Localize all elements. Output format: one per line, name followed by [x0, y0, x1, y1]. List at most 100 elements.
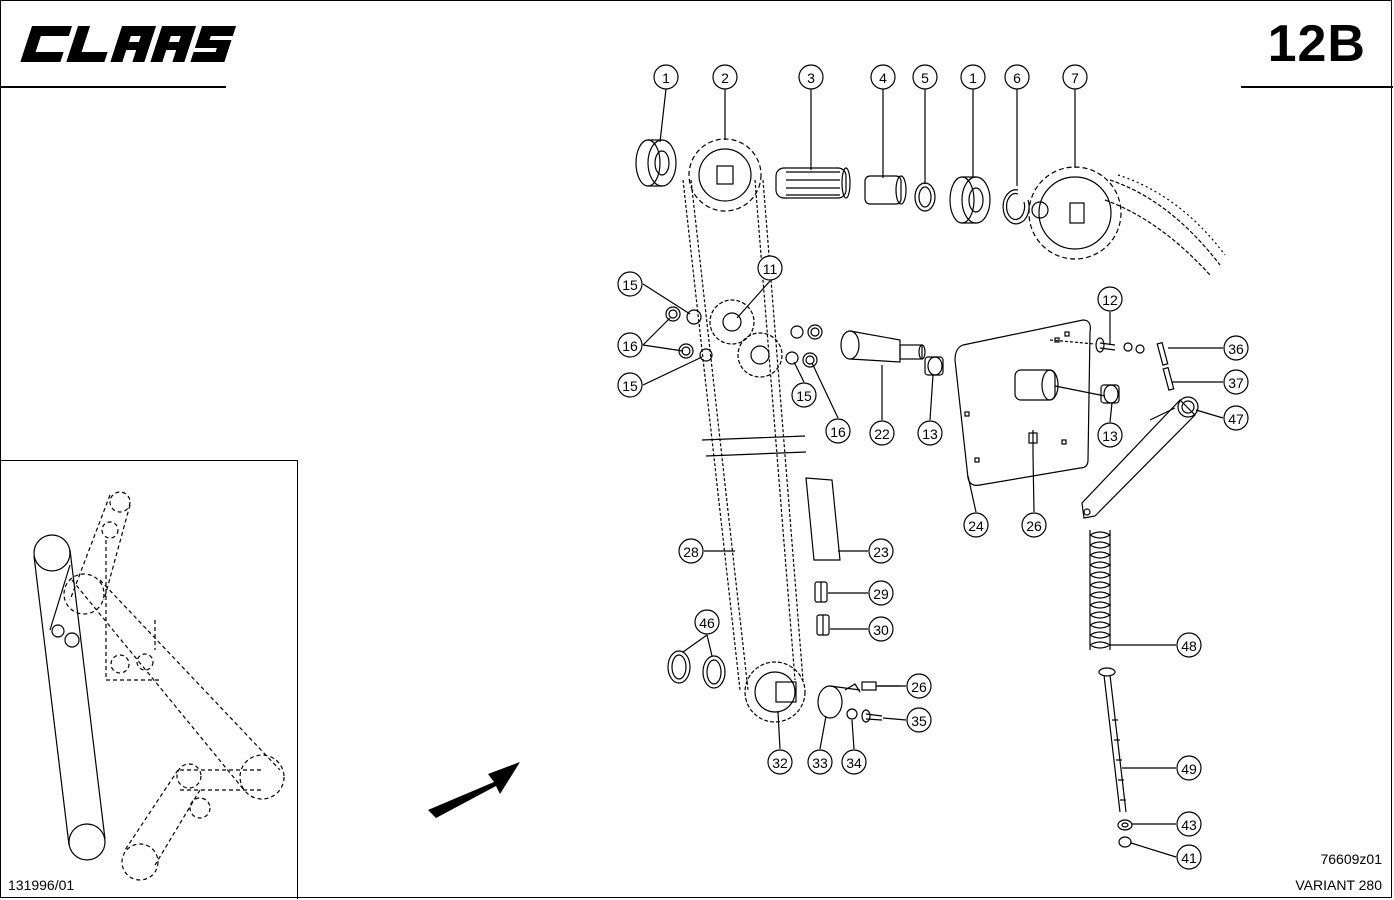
callout-49: 49	[1176, 755, 1202, 781]
callout-label: 15	[796, 388, 812, 404]
bearing-1-right	[949, 176, 991, 224]
callout-label: 3	[807, 70, 815, 86]
callout-label: 33	[812, 755, 828, 771]
bushing-4	[864, 175, 907, 205]
header-rule-right	[1241, 86, 1393, 88]
claas-logo	[14, 20, 239, 68]
drawing-reference-right: 76609z01	[1320, 851, 1382, 867]
inset-overview-drawing	[33, 491, 285, 881]
bushing-13-b	[1100, 384, 1120, 404]
plate-24	[954, 319, 1106, 486]
callout-15: 15	[617, 271, 643, 297]
callout-6: 6	[1004, 64, 1030, 90]
circlip-6	[1002, 189, 1030, 225]
callout-label: 11	[763, 261, 778, 277]
callout-5: 5	[912, 64, 938, 90]
callout-28: 28	[678, 538, 704, 564]
washers-15-16-right	[785, 324, 823, 368]
callout-2: 2	[712, 64, 738, 90]
washer-43	[1117, 819, 1133, 831]
callout-24: 24	[963, 512, 989, 538]
callout-label: 30	[873, 622, 889, 638]
callout-16: 16	[825, 418, 851, 444]
callout-label: 48	[1181, 638, 1197, 654]
callout-13: 13	[917, 420, 943, 446]
callout-11: 11	[757, 255, 783, 281]
model-name: VARIANT 280	[1295, 877, 1382, 893]
sprocket-32	[744, 661, 806, 723]
leader-lines	[642, 88, 1224, 858]
header-rule-left	[0, 86, 226, 88]
callout-36: 36	[1223, 335, 1249, 361]
callout-7: 7	[1062, 64, 1088, 90]
callout-label: 7	[1071, 70, 1079, 86]
callout-26: 26	[906, 673, 932, 699]
callout-label: 41	[1181, 850, 1197, 866]
sprocket-7	[1028, 166, 1226, 276]
callout-label: 37	[1228, 375, 1244, 391]
callout-label: 1	[969, 70, 977, 86]
callout-30: 30	[868, 616, 894, 642]
cap-33	[817, 683, 861, 719]
callout-47: 47	[1223, 405, 1249, 431]
callout-43: 43	[1176, 811, 1202, 837]
callout-12: 12	[1097, 286, 1123, 312]
lever-47	[1081, 396, 1199, 519]
bolt-12	[1049, 337, 1145, 354]
callout-label: 12	[1102, 292, 1118, 308]
callout-34: 34	[841, 749, 867, 775]
callout-label: 6	[1013, 70, 1021, 86]
nut-41	[1118, 836, 1132, 848]
callout-13: 13	[1097, 422, 1123, 448]
callout-label: 49	[1181, 761, 1197, 777]
callout-1: 1	[653, 64, 679, 90]
circlip-5	[914, 182, 936, 212]
bolt-35	[861, 709, 883, 723]
threaded-rod-49	[1098, 667, 1127, 813]
callout-16: 16	[617, 332, 643, 358]
shaft-22	[840, 330, 926, 363]
splined-shaft-3	[775, 167, 851, 199]
guide-strip-23	[805, 477, 841, 561]
callout-label: 4	[879, 70, 887, 86]
page-number: 12B	[1267, 15, 1366, 73]
direction-arrow-icon	[428, 762, 520, 818]
callout-label: 26	[911, 679, 927, 695]
callout-label: 13	[1102, 428, 1118, 444]
callout-label: 47	[1228, 411, 1244, 427]
callout-1: 1	[960, 64, 986, 90]
bearing-1-left	[635, 139, 677, 187]
idler-sprocket-11	[709, 299, 783, 378]
callout-32: 32	[767, 749, 793, 775]
callout-3: 3	[798, 64, 824, 90]
callout-label: 35	[911, 713, 927, 729]
callout-46: 46	[694, 609, 720, 635]
callout-41: 41	[1176, 844, 1202, 870]
pins-36-37	[1156, 341, 1175, 391]
callout-label: 15	[622, 277, 638, 293]
chain-loop-28	[682, 179, 804, 691]
callout-label: 26	[1026, 518, 1042, 534]
callout-label: 32	[772, 755, 788, 771]
callout-label: 15	[622, 378, 638, 394]
inset-overview-frame	[0, 460, 298, 899]
callout-15: 15	[617, 372, 643, 398]
callout-33: 33	[807, 749, 833, 775]
callout-label: 43	[1181, 817, 1197, 833]
callout-22: 22	[869, 420, 895, 446]
callout-label: 23	[873, 544, 889, 560]
drawing-reference-left: 131996/01	[8, 877, 75, 893]
callout-label: 16	[622, 338, 638, 354]
callout-23: 23	[868, 538, 894, 564]
washer-34	[846, 708, 858, 720]
rings-46	[667, 650, 726, 689]
callout-label: 36	[1228, 341, 1244, 357]
callout-48: 48	[1176, 632, 1202, 658]
callout-label: 5	[921, 70, 929, 86]
clip-29	[814, 581, 828, 603]
callout-label: 29	[873, 586, 889, 602]
callout-label: 22	[874, 426, 890, 442]
callout-15: 15	[791, 382, 817, 408]
